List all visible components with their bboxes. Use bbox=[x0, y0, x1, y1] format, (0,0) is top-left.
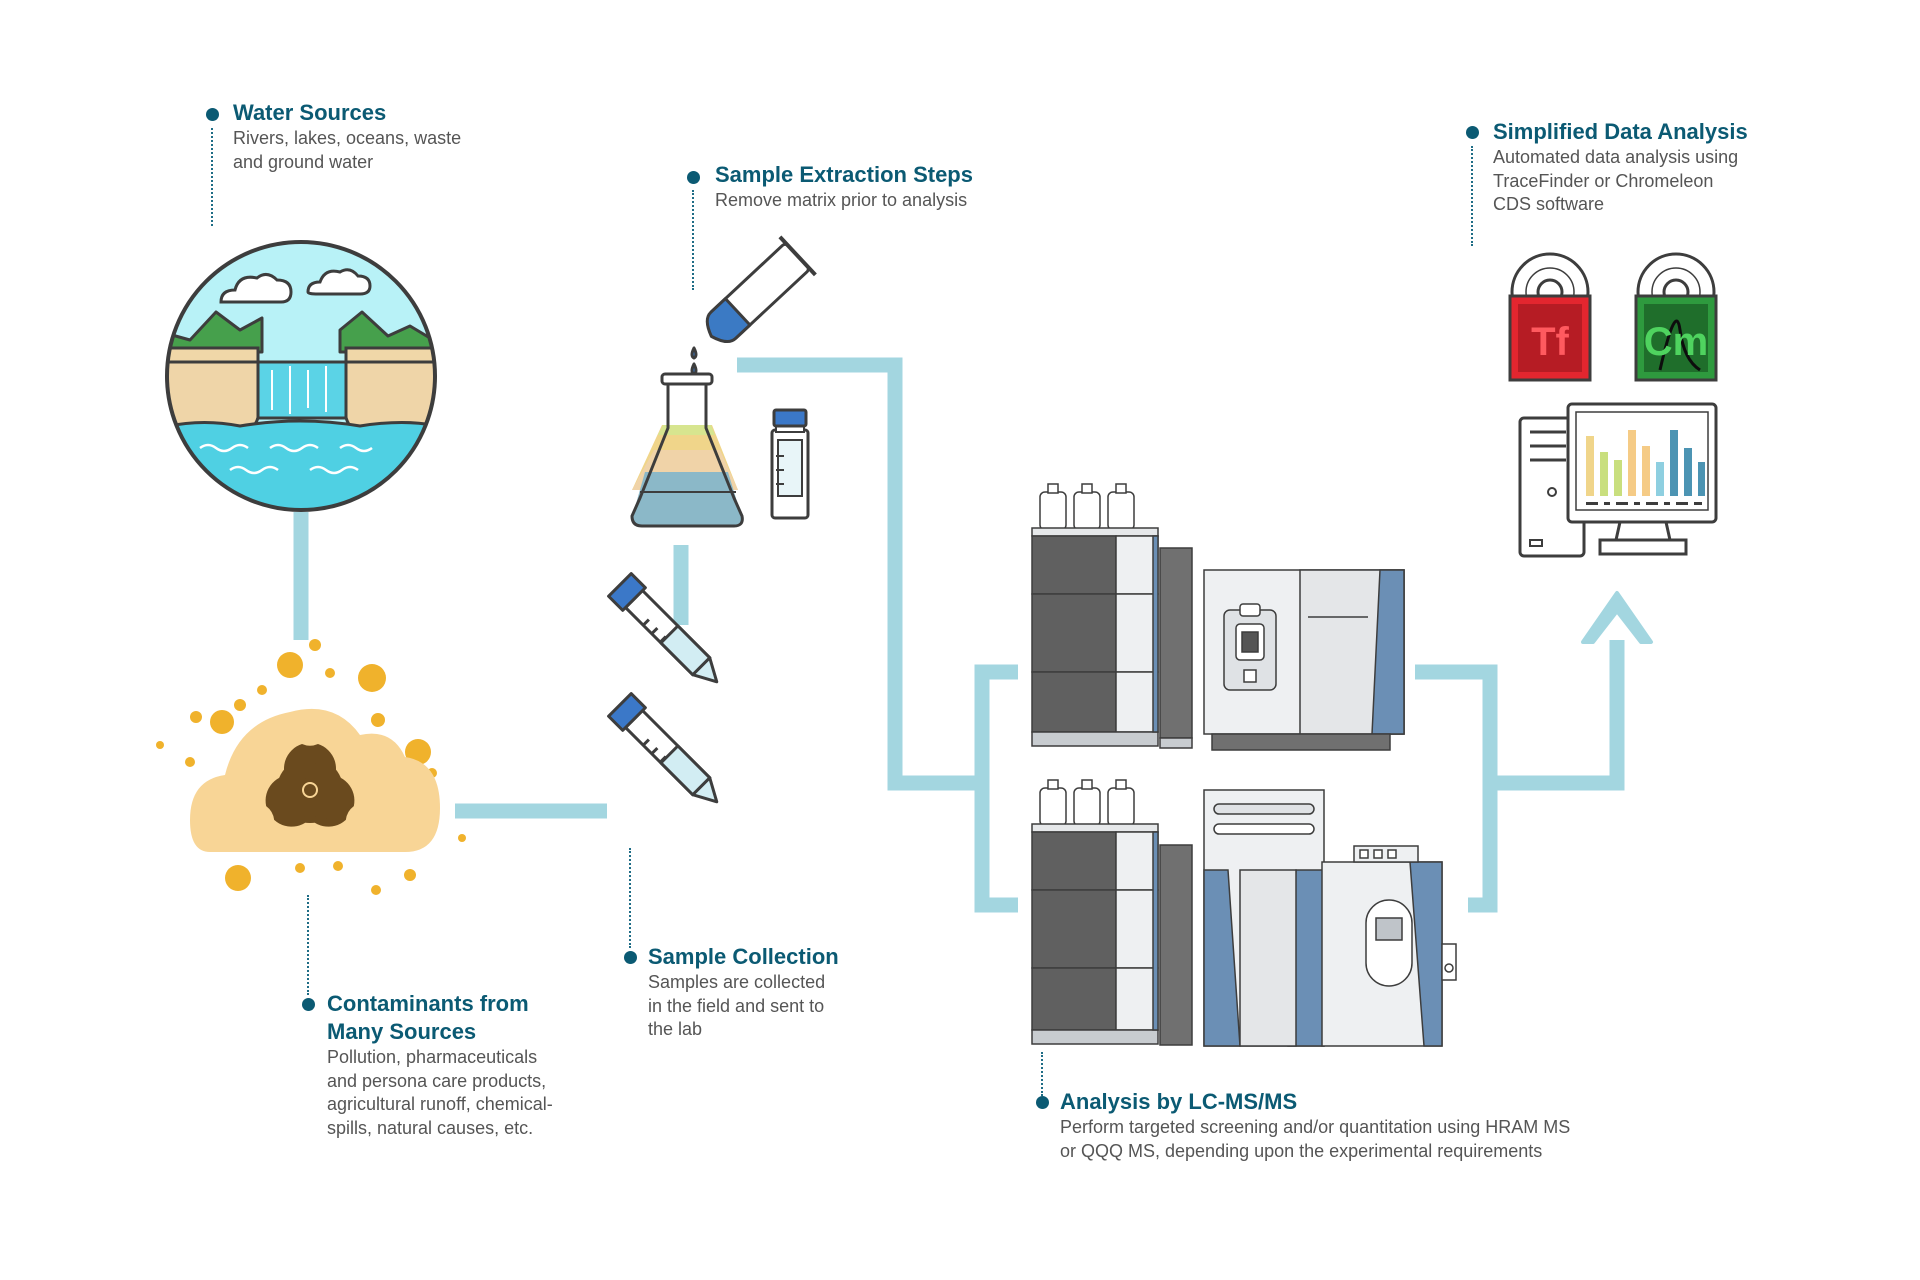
data-analysis-bullet bbox=[1466, 126, 1479, 139]
connector-to-data bbox=[1490, 640, 1625, 791]
water-sources-icon bbox=[165, 240, 437, 512]
chromeleon-cd-icon: Cm bbox=[1634, 252, 1718, 382]
contaminants-title: Contaminants from Many Sources bbox=[327, 991, 529, 1044]
sample-tube-icon bbox=[607, 572, 719, 804]
computer-monitor-icon bbox=[1518, 402, 1718, 558]
analysis-desc: Perform targeted screening and/or quanti… bbox=[1060, 1117, 1571, 1161]
data-analysis-leader bbox=[1471, 146, 1473, 246]
analysis-title: Analysis by LC-MS/MS bbox=[1060, 1089, 1298, 1114]
dropper-icon bbox=[690, 235, 817, 376]
water-sources-title: Water Sources bbox=[233, 100, 387, 125]
analysis-bullet bbox=[1036, 1096, 1049, 1109]
sample-collection-desc: Samples are collected in the field and s… bbox=[648, 972, 826, 1039]
tracefinder-abbr: Tf bbox=[1531, 320, 1569, 364]
sample-collection-bullet bbox=[624, 951, 637, 964]
tracefinder-cd-icon: Tf bbox=[1508, 252, 1592, 382]
data-analysis-label: Simplified Data Analysis Automated data … bbox=[1493, 118, 1748, 217]
vial-icon bbox=[770, 408, 810, 520]
contaminants-bullet bbox=[302, 998, 315, 1011]
sample-extraction-title: Sample Extraction Steps bbox=[715, 162, 973, 187]
contaminants-desc: Pollution, pharmaceuticals and persona c… bbox=[327, 1047, 553, 1138]
sample-extraction-bullet bbox=[687, 171, 700, 184]
sample-extraction-desc: Remove matrix prior to analysis bbox=[715, 190, 968, 210]
contaminants-leader bbox=[307, 895, 309, 995]
water-sources-label: Water Sources Rivers, lakes, oceans, was… bbox=[233, 99, 461, 174]
chromeleon-abbr: Cm bbox=[1644, 320, 1708, 364]
data-analysis-title: Simplified Data Analysis bbox=[1493, 119, 1748, 144]
water-sources-leader bbox=[211, 128, 213, 226]
sample-collection-title: Sample Collection bbox=[648, 944, 839, 969]
connector-bracket-left bbox=[974, 664, 1018, 913]
sample-extraction-leader bbox=[692, 190, 694, 290]
connector-extraction-to-analysis bbox=[737, 357, 982, 791]
water-sources-bullet bbox=[206, 108, 219, 121]
arrow-up-icon bbox=[1581, 591, 1653, 644]
flask-icon bbox=[630, 372, 744, 528]
analysis-leader bbox=[1041, 1052, 1043, 1096]
lc-qqq-ms-instrument-icon bbox=[1031, 779, 1457, 1047]
data-analysis-desc: Automated data analysis using TraceFinde… bbox=[1493, 147, 1739, 214]
connector-lines bbox=[293, 357, 1625, 913]
sample-collection-label: Sample Collection Samples are collected … bbox=[648, 943, 839, 1042]
biohazard-cloud-icon bbox=[156, 639, 466, 895]
analysis-label: Analysis by LC-MS/MS Perform targeted sc… bbox=[1060, 1088, 1570, 1163]
sample-collection-leader bbox=[629, 848, 631, 948]
sample-extraction-label: Sample Extraction Steps Remove matrix pr… bbox=[715, 161, 973, 213]
contaminants-label: Contaminants from Many Sources Pollution… bbox=[327, 990, 553, 1140]
lc-hram-ms-instrument-icon bbox=[1031, 483, 1405, 751]
water-sources-desc: Rivers, lakes, oceans, waste and ground … bbox=[233, 128, 462, 172]
